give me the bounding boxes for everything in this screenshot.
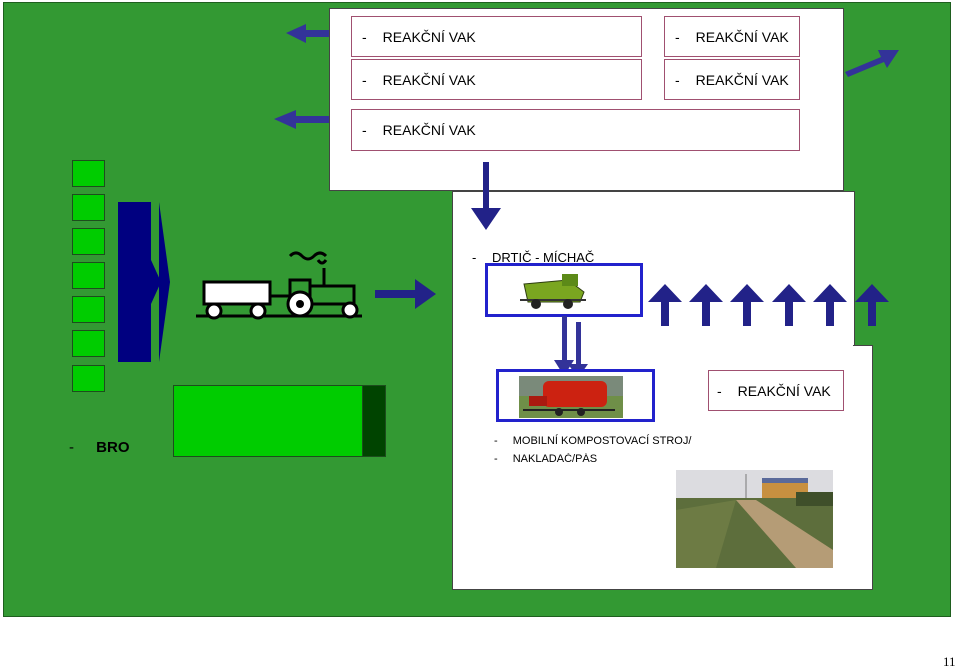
bullet: - [362, 28, 367, 45]
reaction-bag-box: - REAKČNÍ VAK [708, 370, 844, 411]
reaction-bag-box: - REAKČNÍ VAK [351, 16, 642, 57]
waste-unit-block [72, 194, 105, 221]
bullet: - [362, 71, 367, 88]
reaction-bag-label: REAKČNÍ VAK [737, 382, 831, 399]
shredder-mixer-text: DRTIČ - MÍCHAČ [491, 250, 595, 265]
shredder-photo-frame [485, 263, 643, 317]
bullet: - [472, 250, 477, 265]
page-number: 11 [943, 654, 956, 669]
bro-label: - BRO [69, 439, 130, 456]
block-arrow-icon [118, 202, 170, 362]
loader-belt-label: - NAKLADAČ/PÁS [494, 453, 597, 464]
reaction-bag-label: REAKČNÍ VAK [695, 28, 789, 45]
bio-waste-block-edge [362, 385, 386, 457]
waste-unit-block [72, 228, 105, 255]
waste-unit-block [72, 330, 105, 357]
bullet: - [675, 71, 680, 88]
composting-machine-text: MOBILNÍ KOMPOSTOVACÍ STROJ/ [512, 435, 692, 447]
shredder-mixer-label: - DRTIČ - MÍCHAČ [472, 250, 594, 265]
up-arrows-row [648, 284, 889, 326]
tractor-trailer-icon [196, 251, 362, 320]
reaction-bag-label: REAKČNÍ VAK [382, 122, 476, 138]
reaction-bag-label: REAKČNÍ VAK [382, 28, 476, 45]
composting-machine-label: - MOBILNÍ KOMPOSTOVACÍ STROJ/ [494, 435, 691, 447]
shredder-mixer-image [520, 274, 586, 309]
bullet: - [717, 382, 722, 399]
right-arrow-icon [375, 279, 436, 309]
waste-unit-block [72, 296, 105, 323]
down-arrow-icon [471, 162, 501, 230]
bio-waste-block [173, 385, 386, 457]
diagonal-arrow-icon [845, 50, 899, 77]
bullet: - [362, 122, 367, 138]
composting-machine-image [519, 376, 623, 418]
composting-site-photo [676, 470, 833, 568]
bullet: - [69, 439, 74, 456]
double-down-arrow-icon [554, 316, 588, 378]
reaction-bag-box: - REAKČNÍ VAK [664, 16, 800, 57]
reaction-bag-box: - REAKČNÍ VAK [664, 59, 800, 100]
loader-belt-text: NAKLADAČ/PÁS [512, 453, 598, 464]
composting-machine-photo-frame [496, 369, 655, 422]
bullet: - [675, 28, 680, 45]
waste-unit-block [72, 160, 105, 187]
waste-unit-block [72, 262, 105, 289]
reaction-bag-label: REAKČNÍ VAK [695, 71, 789, 88]
panel-joint [453, 340, 853, 350]
left-arrow-icon [274, 110, 338, 129]
left-arrow-icon [286, 24, 340, 43]
bro-text: BRO [96, 439, 130, 456]
reaction-bag-box: - REAKČNÍ VAK [351, 109, 800, 151]
waste-unit-block [72, 365, 105, 392]
reaction-bag-label: REAKČNÍ VAK [382, 71, 476, 88]
bullet: - [494, 453, 498, 464]
bullet: - [494, 435, 498, 447]
reaction-bag-box: - REAKČNÍ VAK [351, 59, 642, 100]
